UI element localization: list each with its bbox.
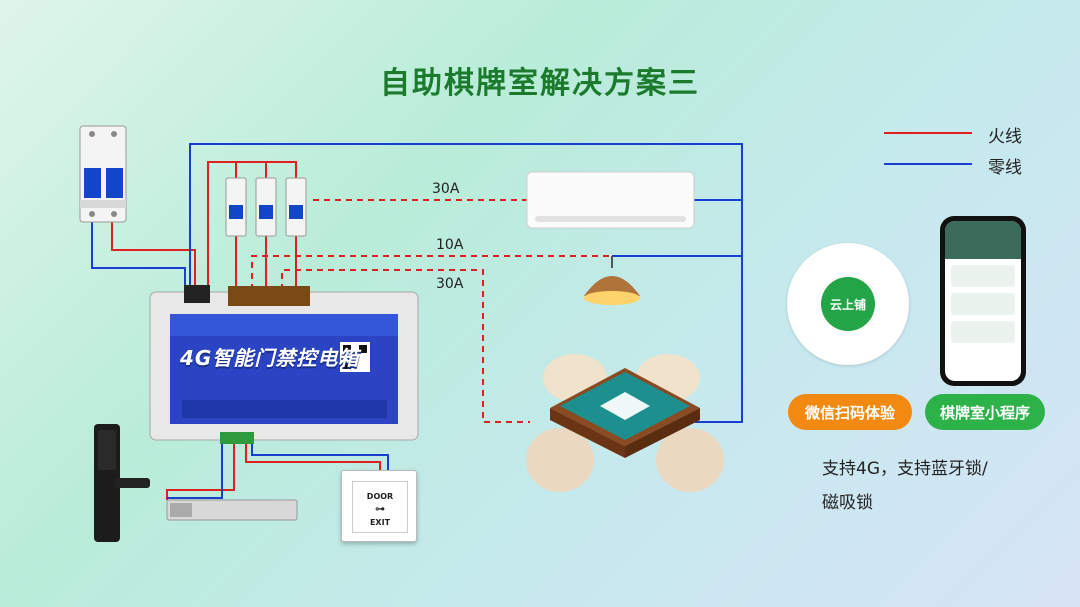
legend-neutral-label: 零线 <box>988 158 1022 178</box>
neutral-wire-main <box>189 143 743 423</box>
circuit-table <box>281 269 530 423</box>
live-wires <box>111 161 381 500</box>
phone-mockup <box>940 216 1026 386</box>
control-box <box>149 285 419 444</box>
phone-screen <box>945 221 1021 381</box>
live-wire-door-button <box>245 440 381 470</box>
phone-card-1 <box>951 265 1015 287</box>
live-wire-bus <box>207 161 297 300</box>
page-title: 自助棋牌室解决方案三 <box>380 66 700 101</box>
magnetic-lock <box>166 499 298 521</box>
main-breaker <box>79 125 127 223</box>
air-conditioner <box>526 171 695 229</box>
qr-center-label: 云上铺 <box>821 277 875 331</box>
neutral-wires <box>91 143 743 499</box>
door-exit-button: DOOR ⊶ EXIT <box>341 470 417 542</box>
mahjong-table <box>526 354 724 492</box>
support-line-1: 支持4G，支持蓝牙锁/ <box>822 459 988 479</box>
table-current-label: 30A <box>436 276 464 292</box>
door-button-line2: EXIT <box>369 518 391 527</box>
circuit-lamp <box>251 255 613 290</box>
phone-card-3 <box>951 321 1015 343</box>
door-button-line1: DOOR <box>366 492 394 501</box>
live-wire-lock <box>166 440 235 500</box>
device-title: 4G智能门禁控电箱 <box>180 346 360 370</box>
scan-badge: 微信扫码体验 <box>788 394 912 430</box>
support-line-2: 磁吸锁 <box>822 493 873 513</box>
controlled-circuits <box>251 199 613 423</box>
key-icon: ⊶ <box>375 504 385 515</box>
ac-current-label: 30A <box>432 181 460 197</box>
phone-banner <box>945 221 1021 259</box>
legend-live-label: 火线 <box>988 127 1022 147</box>
miniapp-badge: 棋牌室小程序 <box>925 394 1045 430</box>
neutral-wire-door-button <box>251 440 389 470</box>
phone-card-2 <box>951 293 1015 315</box>
pendant-lamp <box>584 256 640 305</box>
live-wire-breaker <box>111 220 196 300</box>
smart-lock <box>94 424 150 542</box>
lamp-current-label: 10A <box>436 237 464 253</box>
sub-breakers <box>225 177 307 237</box>
neutral-wire-breaker <box>91 220 186 300</box>
neutral-wire-lock <box>167 440 223 499</box>
qr-code-frame: 云上铺 <box>787 243 909 365</box>
